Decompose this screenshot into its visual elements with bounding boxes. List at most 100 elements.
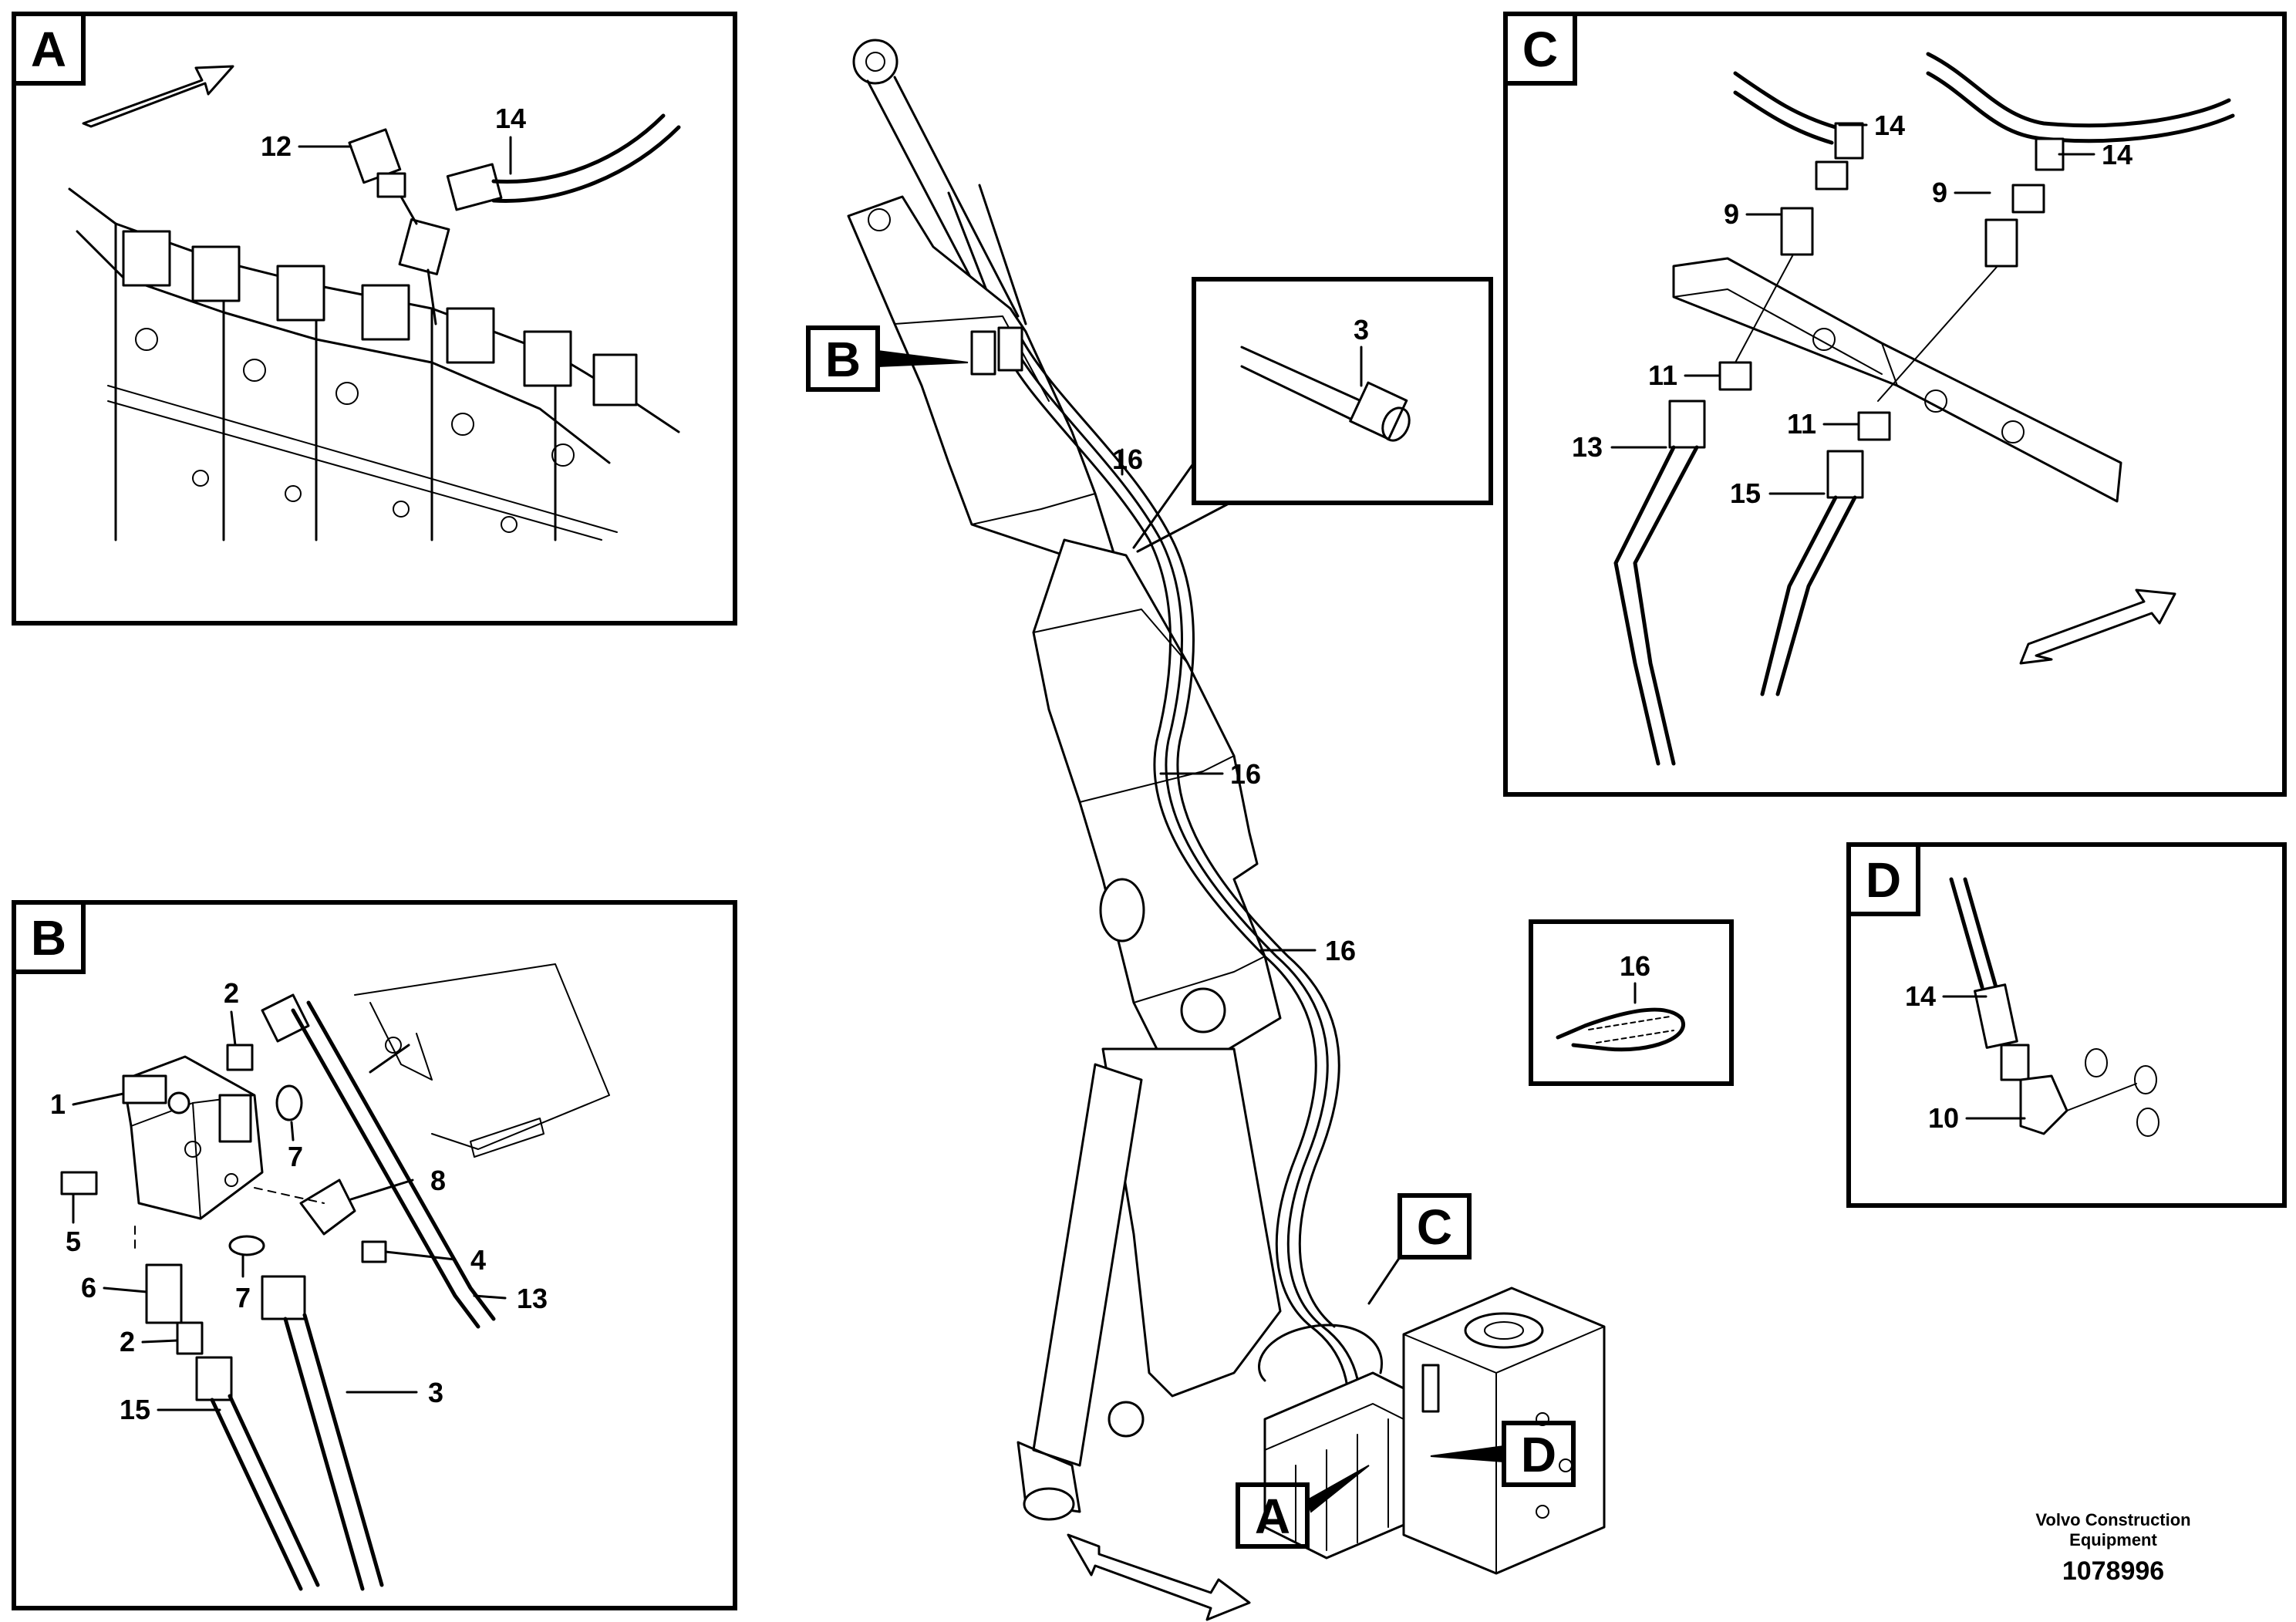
panel-a-frame xyxy=(12,12,737,626)
panel-b-callout-6: 6 xyxy=(81,1272,96,1303)
detail-16: 16 xyxy=(1529,919,1734,1086)
main-callout-16-bottom: 16 xyxy=(1325,935,1356,966)
detail-3: 3 xyxy=(1132,277,1493,553)
panel-b-fitting-2-bottom xyxy=(176,1321,204,1355)
footer: Volvo Construction Equipment 1078996 xyxy=(2035,1510,2190,1586)
panel-b-seal-7-top xyxy=(275,1084,303,1121)
panel-a-hose-14-edge xyxy=(491,125,681,203)
panel-a: A xyxy=(12,12,737,626)
panel-b-nut-3 xyxy=(261,1275,306,1320)
panel-b-screw-4 xyxy=(361,1240,387,1263)
panel-c-hose-14-left xyxy=(1733,71,1838,130)
panel-d-nut xyxy=(2000,1044,2030,1081)
document-number: 1078996 xyxy=(2062,1556,2164,1586)
brand-line-2: Equipment xyxy=(2069,1530,2157,1549)
panel-b-tag-box xyxy=(12,900,86,974)
marker-a-label: A xyxy=(1255,1489,1290,1544)
panel-c: C 14 14 xyxy=(1503,12,2287,797)
hose-16-routing xyxy=(997,338,1350,1436)
panel-d-port-middle xyxy=(2134,1065,2157,1094)
panel-c-tag: C xyxy=(1522,22,1558,77)
panel-c-callout-11-right: 11 xyxy=(1787,408,1816,440)
marker-c: C xyxy=(1367,1193,1472,1305)
hose-end-fitting-left xyxy=(970,330,996,376)
marker-d: D xyxy=(1430,1421,1576,1487)
panel-d-callout-14: 14 xyxy=(1905,980,1936,1012)
panel-b-tag: B xyxy=(31,910,66,966)
panel-d: D 14 10 xyxy=(1846,842,2287,1208)
panel-c-callout-9-left: 9 xyxy=(1724,198,1739,230)
panel-d-port-top xyxy=(2085,1048,2108,1077)
panel-c-nut-14-left xyxy=(1815,160,1849,191)
detail-3-frame xyxy=(1192,277,1493,505)
detail-16-frame xyxy=(1529,919,1734,1086)
main-callout-16-top: 16 xyxy=(1112,443,1143,475)
panel-c-elbow-14-left xyxy=(1834,122,1864,160)
panel-b-callout-7-bottom: 7 xyxy=(235,1282,251,1313)
panel-c-nut-13 xyxy=(1668,400,1706,449)
panel-d-port-bottom xyxy=(2136,1108,2159,1137)
panel-a-direction-arrow xyxy=(82,65,234,128)
panel-b-seal-7-bottom xyxy=(228,1235,265,1256)
panel-d-callout-10: 10 xyxy=(1928,1102,1959,1134)
panel-c-fitting-9-right xyxy=(1984,218,2018,268)
panel-c-nut-14-right xyxy=(2011,184,2045,214)
panel-c-hose-13 xyxy=(1613,445,1676,766)
panel-c-hose-14-right xyxy=(1926,52,2231,128)
detail-16-callout: 16 xyxy=(1620,950,1650,982)
panel-b-callout-1: 1 xyxy=(50,1088,66,1120)
panel-a-tag: A xyxy=(31,22,66,77)
panel-c-callout-9-right: 9 xyxy=(1932,177,1947,208)
panel-c-tag-box xyxy=(1503,12,1577,86)
boom xyxy=(1032,538,1282,1066)
panel-b-hose-13 xyxy=(291,1008,480,1329)
panel-d-hose-fitting xyxy=(1974,983,2018,1049)
panel-b-callout-2-top: 2 xyxy=(224,977,239,1009)
boom-cylinder xyxy=(1032,1063,1143,1467)
marker-a: A xyxy=(1236,1465,1370,1549)
panel-b-callout-15: 15 xyxy=(120,1394,150,1425)
panel-d-frame xyxy=(1846,842,2287,1208)
panel-a-tag-box xyxy=(12,12,86,86)
panel-c-direction-arrow xyxy=(2019,588,2176,665)
panel-c-fitting-9-left xyxy=(1780,207,1814,256)
boom-cylinder-foot xyxy=(1023,1487,1075,1521)
panel-c-callout-14-right: 14 xyxy=(2102,139,2132,170)
panel-c-frame xyxy=(1503,12,2287,797)
panel-c-seal-11-right xyxy=(1857,411,1891,441)
boom-lower xyxy=(1101,1047,1282,1398)
panel-c-callout-14-left: 14 xyxy=(1874,110,1905,141)
marker-d-label: D xyxy=(1521,1427,1556,1482)
panel-b-fitting-2-top xyxy=(226,1044,254,1071)
panel-c-callout-15: 15 xyxy=(1730,477,1761,509)
panel-b-leader-bracket xyxy=(369,1044,410,1074)
panel-b-callout-8: 8 xyxy=(430,1165,446,1196)
hose-end-fitting-right xyxy=(997,326,1023,372)
panel-b-callout-3: 3 xyxy=(428,1377,443,1408)
panel-b-elbow-top xyxy=(261,993,310,1043)
marker-b: B xyxy=(806,325,969,392)
marker-c-label: C xyxy=(1417,1199,1452,1255)
brand-line-1: Volvo Construction xyxy=(2035,1510,2190,1529)
marker-b-label: B xyxy=(825,332,861,387)
panel-b-callout-13: 13 xyxy=(517,1283,548,1314)
detail-3-pipe-nut xyxy=(1349,381,1408,440)
main-boom-assembly xyxy=(847,39,1361,1621)
panel-b-screw-5 xyxy=(60,1171,98,1195)
boom-pin xyxy=(1180,987,1226,1034)
main-callout-16-middle: 16 xyxy=(1230,758,1261,790)
panel-d-hose-14 xyxy=(1949,877,1984,990)
detail-3-callout: 3 xyxy=(1354,314,1369,346)
panel-b-nut-15 xyxy=(195,1356,233,1401)
panel-b-callout-4: 4 xyxy=(470,1244,486,1276)
detail-16-cable-tie xyxy=(1556,1007,1685,1052)
panel-b-valve-body xyxy=(122,1055,264,1220)
panel-a-hose-14 xyxy=(491,113,666,184)
panel-b-callout-7-top: 7 xyxy=(288,1141,303,1172)
panel-c-nut-15 xyxy=(1826,450,1864,499)
panel-a-control-valve xyxy=(68,187,680,541)
panel-c-seal-11-left xyxy=(1718,361,1752,391)
panel-b: B xyxy=(12,900,737,1610)
panel-b-callout-5: 5 xyxy=(66,1226,81,1257)
